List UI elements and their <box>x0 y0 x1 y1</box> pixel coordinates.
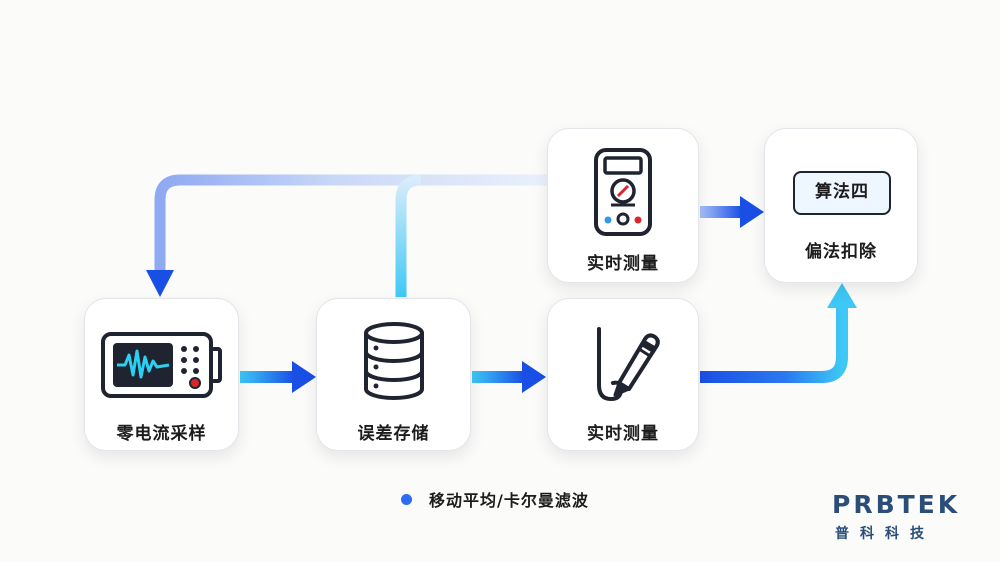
arrow-bottom-to-offset-head <box>827 283 857 308</box>
node-label: 零电流采样 <box>116 424 207 444</box>
database-icon <box>363 322 424 400</box>
legend-text: 移动平均/卡尔曼滤波 <box>429 491 589 510</box>
oscilloscope-icon <box>100 332 222 398</box>
brand-name: PRBTEK <box>832 490 961 519</box>
arrow-storage-to-measure-shaft <box>472 371 524 383</box>
arrow-bottom-to-offset-path <box>700 306 848 383</box>
feedback-path <box>154 174 548 270</box>
feedback-arrowhead <box>146 270 174 297</box>
node-label: 误差存储 <box>357 424 430 444</box>
probe-pen-icon <box>597 327 660 402</box>
node-realtime-measure-bottom: 实时测量 <box>547 298 699 451</box>
arrow-sampling-to-storage-head <box>292 361 316 393</box>
multimeter-icon <box>594 148 652 236</box>
arrow-measure-to-offset-shaft <box>700 206 742 218</box>
algorithm-box: 算法四 <box>793 171 891 215</box>
node-label: 实时测量 <box>587 424 659 444</box>
arrow-storage-to-measure-head <box>522 361 546 393</box>
storage-branch <box>395 174 422 297</box>
node-label: 实时测量 <box>587 254 659 274</box>
node-realtime-measure-top: 实时测量 <box>547 128 699 283</box>
arrow-measure-to-offset-head <box>740 196 764 228</box>
node-error-storage: 误差存储 <box>316 298 471 451</box>
brand-logo: PRBTEK 普科科技 <box>832 490 972 548</box>
legend-dot <box>401 494 412 505</box>
brand-subtitle: 普科科技 <box>835 526 935 542</box>
node-offset-removal: 算法四 偏法扣除 <box>764 128 918 283</box>
node-label: 偏法扣除 <box>805 242 877 262</box>
node-zero-current-sampling: 零电流采样 <box>84 298 239 451</box>
arrow-sampling-to-storage-shaft <box>240 371 294 383</box>
